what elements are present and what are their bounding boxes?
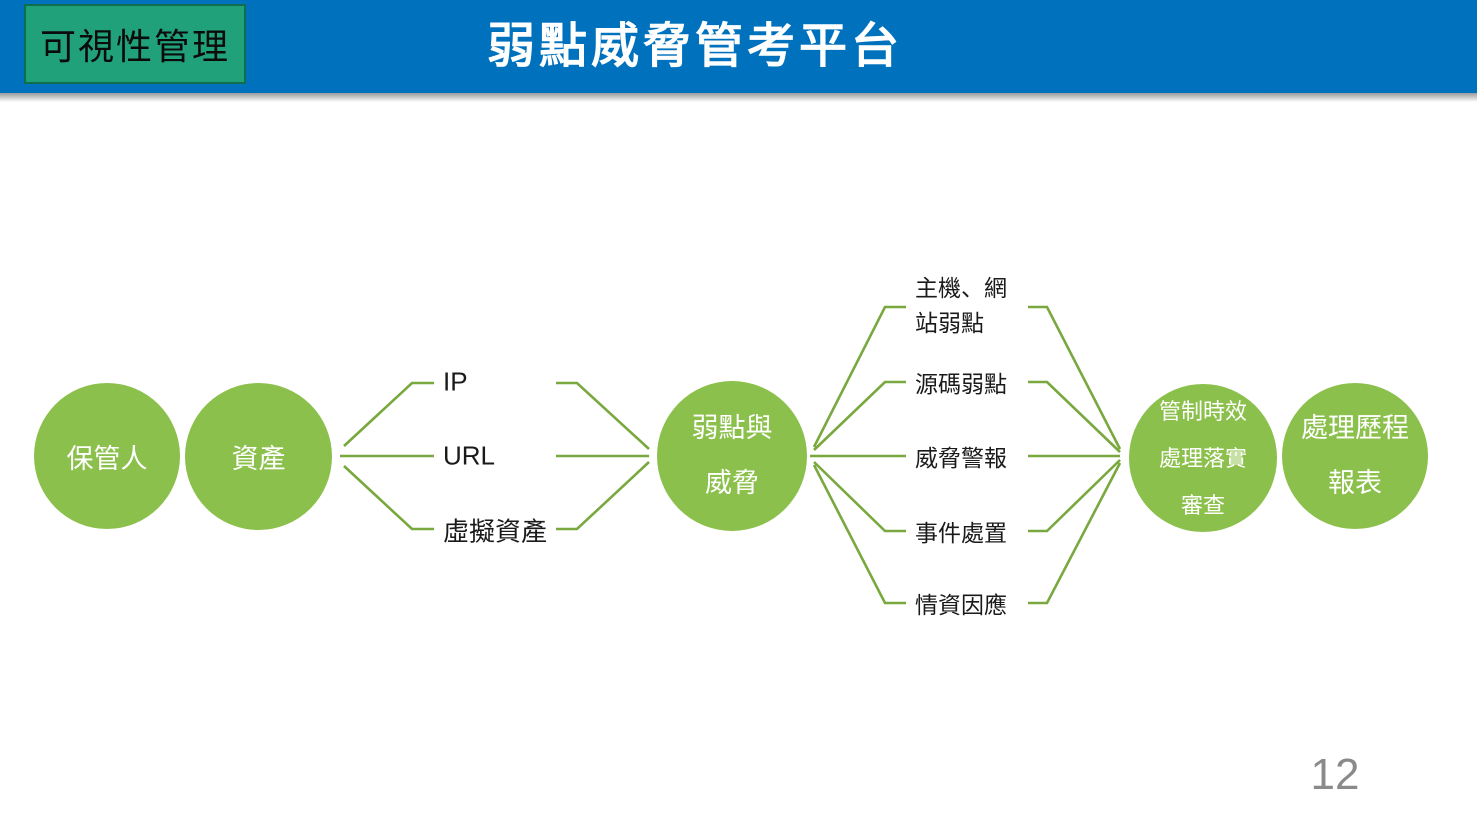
header-shadow	[0, 93, 1477, 102]
connector-asset-virtual	[343, 465, 434, 531]
circle-control-review: 管制時效 處理落實 審查	[1129, 384, 1277, 532]
branch-label-text: 事件處置	[915, 520, 1007, 546]
branch-label-threat-alert: 威脅警報	[915, 439, 1007, 473]
branch-label-virtual-asset: 虛擬資產	[443, 512, 547, 549]
branch-label-text: URL	[443, 440, 496, 471]
branch-label-source-vuln: 源碼弱點	[915, 365, 1007, 399]
circle-history-report: 處理歷程 報表	[1282, 383, 1428, 529]
branch-label-text: 源碼弱點	[915, 371, 1007, 397]
circle-label: 管制時效	[1158, 398, 1247, 424]
branch-label-intel-response: 情資因應	[915, 586, 1007, 620]
connector-vuln-incident	[813, 461, 906, 533]
branch-label-incident-handling: 事件處置	[915, 514, 1007, 548]
connector-intel-review	[1028, 462, 1122, 605]
connector-virtual-vuln	[556, 461, 650, 531]
circle-label: 威脅	[705, 468, 759, 498]
circle-label: 處理落實	[1158, 445, 1247, 471]
branch-label-text: 情資因應	[915, 592, 1007, 618]
connector-incident-review	[1028, 459, 1121, 533]
circle-asset: 資產	[185, 383, 332, 530]
circle-label: 保管人	[66, 443, 148, 474]
circle-label: 審查	[1180, 492, 1225, 518]
category-tag: 可視性管理	[24, 4, 246, 84]
page-number: 12	[1310, 750, 1360, 799]
circle-label: 資產	[231, 444, 286, 474]
branch-label-url: URL	[443, 441, 495, 472]
branch-label-ip: IP	[443, 367, 468, 398]
slide-title: 弱點威脅管考平台	[486, 20, 903, 73]
header-bar	[0, 0, 1477, 93]
branch-label-text: IP	[443, 366, 468, 397]
branch-label-text: 威脅警報	[915, 445, 1007, 471]
connector-asset-ip	[343, 381, 434, 447]
connector-vuln-host	[812, 305, 906, 448]
connector-source-review	[1028, 380, 1121, 453]
connector-host-review	[1028, 305, 1122, 450]
circle-label: 弱點與	[691, 413, 773, 443]
branch-label-text: 主機、網	[915, 275, 1007, 301]
branch-label-host-web-vuln: 主機、網 站弱點	[915, 271, 1007, 341]
circle-label: 處理歷程	[1301, 413, 1409, 443]
connector-vuln-source	[813, 380, 906, 451]
circle-vuln-threat: 弱點與 威脅	[657, 381, 807, 531]
branch-label-text: 虛擬資產	[443, 516, 548, 547]
connector-vuln-intel	[812, 464, 906, 605]
circle-label: 報表	[1328, 468, 1382, 498]
branch-label-text: 站弱點	[915, 310, 984, 336]
connector-ip-vuln	[556, 381, 650, 450]
circle-custodian: 保管人	[34, 383, 180, 529]
category-tag-label: 可視性管理	[39, 26, 230, 67]
